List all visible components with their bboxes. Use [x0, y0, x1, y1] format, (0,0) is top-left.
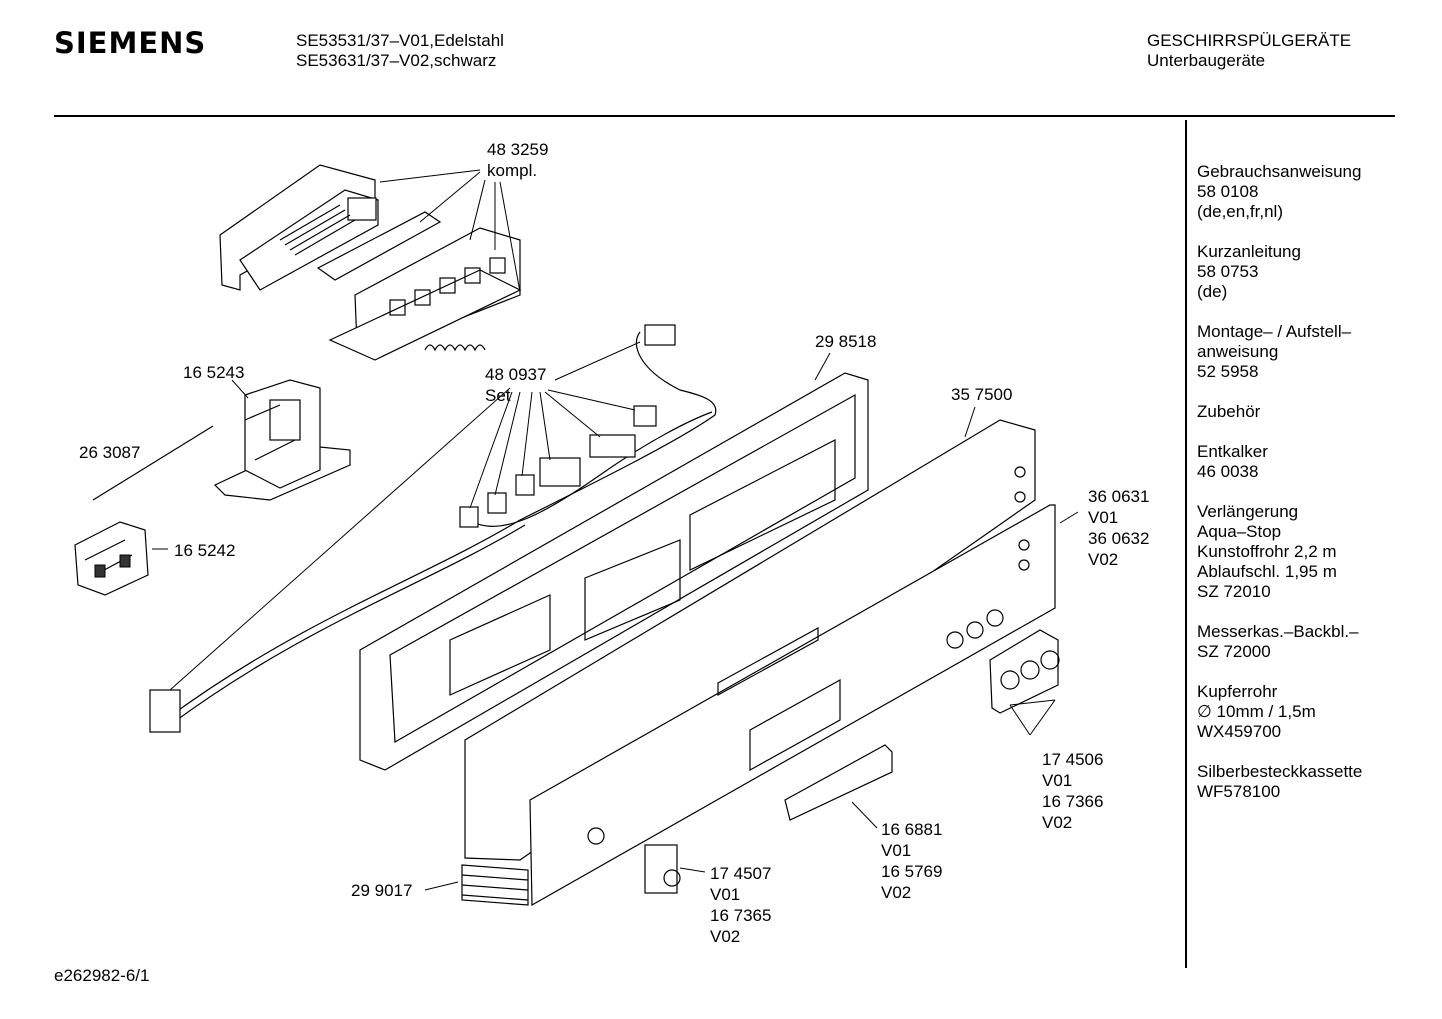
part-label-263087: 26 3087 [79, 443, 141, 462]
part-label-480937: 48 0937 Set [485, 365, 547, 405]
leader-lines [152, 169, 1079, 891]
rod-part [92, 425, 214, 501]
category-title: GESCHIRRSPÜLGERÄTE Unterbaugeräte [1147, 31, 1351, 71]
model-list: SE53531/37–V01,Edelstahl SE53631/37–V02,… [296, 31, 504, 71]
sidebar-item-copper-pipe: Kupferrohr ∅ 10mm / 1,5m WX459700 [1197, 682, 1316, 741]
bracket-part [213, 379, 351, 501]
frame-part [359, 372, 869, 771]
sidebar-item-manual: Gebrauchsanweisung 58 0108 (de,en,fr,nl) [1197, 162, 1362, 221]
model-line-1: SE53531/37–V01,Edelstahl [296, 31, 504, 50]
sidebar-item-descaler: Entkalker 46 0038 [1197, 442, 1268, 481]
category-line-2: Unterbaugeräte [1147, 51, 1266, 70]
part-label-165243: 16 5243 [183, 363, 245, 382]
cable-set-part [149, 324, 717, 733]
model-line-2: SE53631/37–V02,schwarz [296, 51, 497, 70]
category-line-1: GESCHIRRSPÜLGERÄTE [1147, 31, 1352, 50]
switch-part [74, 521, 149, 596]
sidebar-item-cutlery-basket: Silberbesteckkassette WF578100 [1197, 762, 1363, 801]
front-panel-part [464, 419, 1056, 907]
part-label-299017: 29 9017 [351, 881, 413, 900]
sidebar-item-extension: Verlängerung Aqua–Stop Kunstoffrohr 2,2 … [1197, 502, 1337, 601]
accessories-sidebar: Gebrauchsanweisung 58 0108 (de,en,fr,nl)… [1197, 162, 1437, 822]
part-label-165242: 16 5242 [174, 541, 236, 560]
exploded-view-diagram [74, 164, 1079, 907]
sidebar-divider [1185, 120, 1187, 968]
part-label-483259: 48 3259 kompl. [487, 140, 549, 180]
part-label-357500: 35 7500 [951, 385, 1013, 404]
sidebar-item-short-guide: Kurzanleitung 58 0753 (de) [1197, 242, 1301, 301]
sidebar-item-accessories-heading: Zubehör [1197, 402, 1261, 421]
sidebar-item-installation: Montage– / Aufstell– anweisung 52 5958 [1197, 322, 1352, 381]
electronic-module-part [219, 164, 522, 361]
document-id: e262982-6/1 [54, 966, 150, 985]
part-label-360631: 36 0631 V01 36 0632 V02 [1088, 487, 1150, 569]
siemens-logo: SIEMENS [54, 26, 207, 60]
part-label-174507: 17 4507 V01 16 7365 V02 [710, 864, 772, 946]
knob-block-part [989, 629, 1060, 714]
display-strip-part [784, 744, 893, 821]
part-label-174506: 17 4506 V01 16 7366 V02 [1042, 750, 1104, 832]
part-label-166881: 16 6881 V01 16 5769 V02 [881, 820, 943, 902]
sidebar-item-knife-tray: Messerkas.–Backbl.– SZ 72000 [1197, 622, 1359, 661]
header-divider [54, 115, 1395, 117]
knob-part [644, 844, 681, 894]
part-label-298518: 29 8518 [815, 332, 877, 351]
base-part [461, 864, 529, 906]
